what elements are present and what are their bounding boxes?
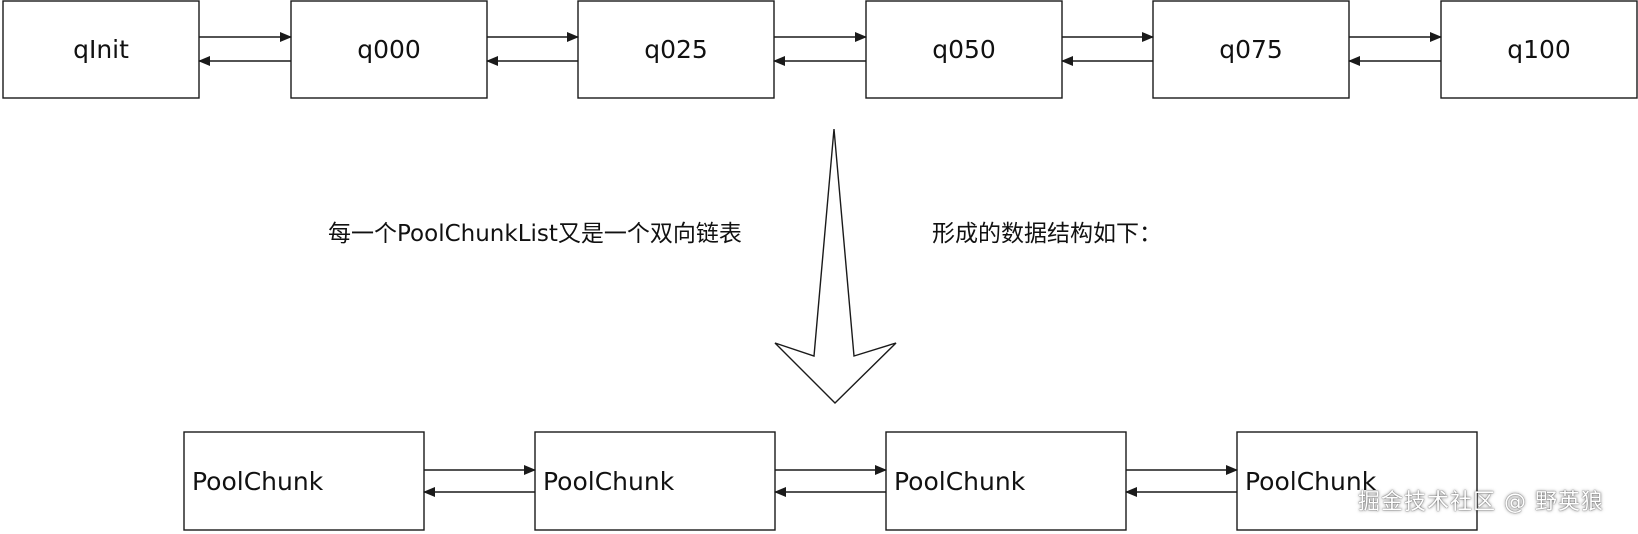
top-node-label: qInit <box>73 35 129 64</box>
top-node-label: q050 <box>932 35 996 64</box>
bottom-list: PoolChunk PoolChunk PoolChunk PoolChunk <box>183 431 1478 531</box>
watermark-text: 掘金技术社区 @ 野英狼 <box>1358 490 1604 515</box>
bottom-node-poolchunk-4: PoolChunk <box>1236 431 1478 531</box>
bottom-node-poolchunk-1: PoolChunk <box>183 431 425 531</box>
caption-left: 每一个PoolChunkList又是一个双向链表 <box>328 221 742 247</box>
bottom-node-poolchunk-3: PoolChunk <box>885 431 1127 531</box>
bottom-node-label: PoolChunk <box>894 467 1026 496</box>
bottom-node-label: PoolChunk <box>192 467 324 496</box>
top-node-label: q075 <box>1219 35 1283 64</box>
top-node-q050: q050 <box>865 0 1063 99</box>
top-node-q075: q075 <box>1152 0 1350 99</box>
top-node-label: q000 <box>357 35 421 64</box>
top-node-qinit: qInit <box>2 0 200 99</box>
bottom-node-poolchunk-2: PoolChunk <box>534 431 776 531</box>
bottom-node-label: PoolChunk <box>543 467 675 496</box>
down-arrow-icon <box>774 128 897 404</box>
top-node-q000: q000 <box>290 0 488 99</box>
top-node-label: q025 <box>644 35 708 64</box>
top-list: qInit q000 q025 q050 q075 q100 <box>2 0 1638 99</box>
top-node-label: q100 <box>1507 35 1571 64</box>
top-node-q025: q025 <box>577 0 775 99</box>
top-node-q100: q100 <box>1440 0 1638 99</box>
bottom-node-label: PoolChunk <box>1245 467 1377 496</box>
caption-right: 形成的数据结构如下： <box>932 221 1162 247</box>
